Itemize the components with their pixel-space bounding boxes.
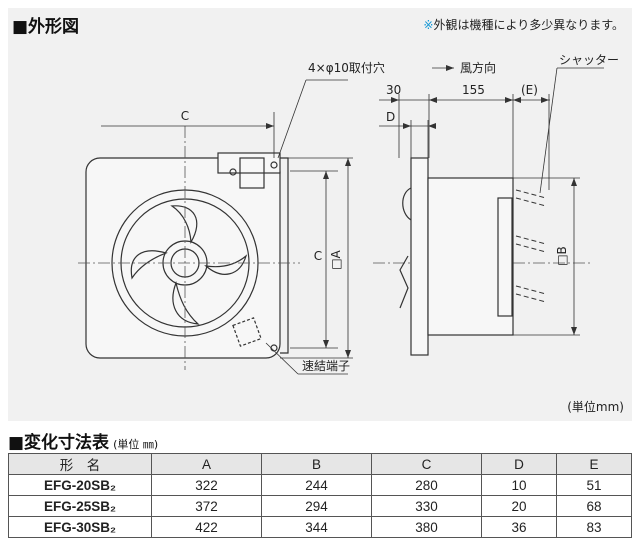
frame-edge [280, 157, 289, 354]
cell-c: 380 [371, 516, 483, 538]
col-model: 形 名 [8, 453, 152, 475]
fan-blade-2 [130, 250, 168, 280]
terminal-box [239, 157, 265, 189]
cell-model: EFG-25SB₂ [8, 495, 152, 517]
cell-c: 280 [371, 474, 483, 496]
table-row: EFG-20SB₂ 322 244 280 10 51 [8, 474, 632, 496]
shutter-lines [515, 189, 547, 303]
table-title: ■変化寸法表(単位 ㎜) [8, 428, 158, 453]
spec-table: 形 名 A B C D E EFG-20SB₂ 322 244 280 10 5… [8, 453, 632, 538]
side-body [427, 177, 514, 336]
fan-blade-3 [172, 280, 200, 325]
col-e: E [556, 453, 632, 475]
dim-b: □B [555, 246, 569, 266]
cell-c: 330 [371, 495, 483, 517]
top-bracket [217, 152, 281, 174]
side-grille [497, 197, 513, 317]
cell-a: 322 [150, 474, 263, 496]
screw-1 [229, 168, 237, 176]
airflow-arrow-icon [446, 65, 454, 71]
dim-30: 30 [386, 83, 401, 97]
quick-terminal-box [232, 317, 262, 347]
cell-b: 344 [261, 516, 373, 538]
dim-d: D [386, 110, 395, 124]
holes-label: 4×φ10取付穴 [308, 60, 385, 75]
fan-blade-1 [170, 205, 198, 244]
cell-model: EFG-20SB₂ [8, 474, 152, 496]
cell-b: 244 [261, 474, 373, 496]
table-header-row: 形 名 A B C D E [8, 453, 632, 475]
airflow-label: 風方向 [460, 60, 496, 75]
dim-155: 155 [462, 83, 485, 97]
col-a: A [150, 453, 263, 475]
cell-a: 372 [150, 495, 263, 517]
note-mark: ※ [423, 18, 434, 32]
outline-drawing: C C □A □B 4×φ10取付穴 風方向 シャッター 30 155 (E) … [78, 53, 619, 375]
side-curve-top [402, 187, 412, 221]
cell-e: 51 [556, 474, 632, 496]
cell-e: 83 [556, 516, 632, 538]
col-c: C [371, 453, 483, 475]
appearance-note: ※外観は機種により多少異なります。 [423, 16, 624, 33]
fan-blade-4 [204, 254, 248, 275]
cell-model: EFG-30SB₂ [8, 516, 152, 538]
dim-a: □A [329, 249, 343, 269]
side-view [399, 157, 514, 356]
unit-label: (単位mm) [567, 400, 624, 414]
table-row: EFG-25SB₂ 372 294 330 20 68 [8, 495, 632, 517]
cell-d: 36 [481, 516, 557, 538]
cell-b: 294 [261, 495, 373, 517]
cell-d: 20 [481, 495, 557, 517]
shutter-label: シャッター [559, 53, 619, 67]
outline-title: ■外形図 [12, 17, 80, 37]
cell-d: 10 [481, 474, 557, 496]
note-text: 外観は機種により多少異なります。 [433, 18, 624, 32]
col-d: D [481, 453, 557, 475]
table-row: EFG-30SB₂ 422 344 380 36 83 [8, 516, 632, 538]
mount-hole-top [270, 161, 278, 169]
dim-e: (E) [521, 83, 538, 97]
cell-a: 422 [150, 516, 263, 538]
dim-c-top: C [181, 109, 189, 123]
cell-e: 68 [556, 495, 632, 517]
table-title-text: ■変化寸法表 [8, 433, 110, 453]
col-b: B [261, 453, 373, 475]
front-view [85, 152, 289, 359]
dim-c-side: C [314, 249, 322, 263]
side-blade [399, 255, 409, 309]
side-frame [410, 157, 429, 356]
table-unit: (単位 ㎜) [113, 438, 159, 451]
terminal-label: 速結端子 [302, 359, 350, 373]
